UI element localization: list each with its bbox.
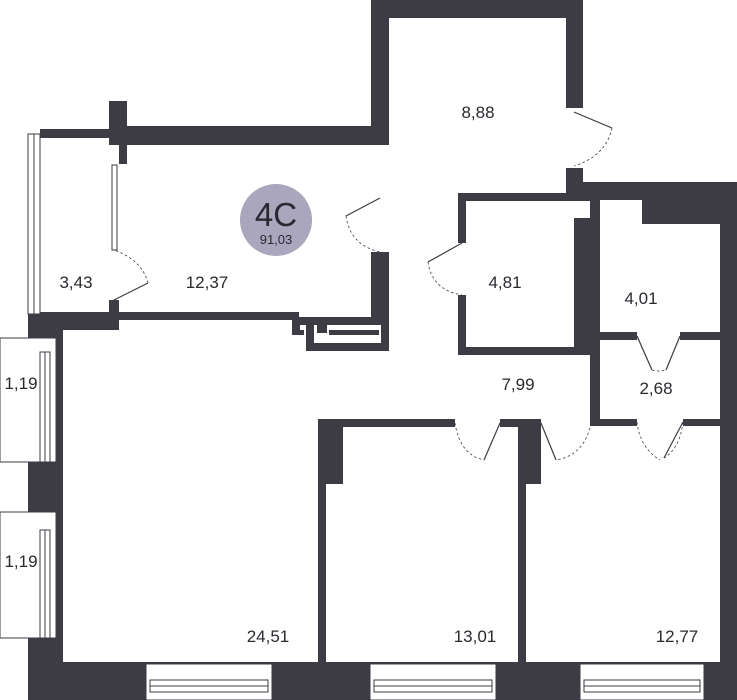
bottom-windows bbox=[145, 663, 705, 700]
room-area-bedroom-right: 12,77 bbox=[656, 627, 699, 646]
room-area-corridor: 7,99 bbox=[501, 375, 534, 394]
room-area-loggia-top: 1,19 bbox=[4, 374, 37, 393]
apartment-code: 4C bbox=[255, 196, 297, 233]
apartment-total-area: 91,03 bbox=[260, 232, 293, 247]
room-labels: 8,88 3,43 12,37 4,81 4,01 7,99 2,68 24,5… bbox=[4, 103, 698, 646]
loggia-glazing bbox=[0, 337, 57, 639]
bathroom-door bbox=[427, 242, 463, 296]
kitchen-door bbox=[345, 197, 381, 253]
balcony-door bbox=[111, 164, 149, 301]
room-area-storage: 2,68 bbox=[639, 379, 672, 398]
doors bbox=[111, 111, 684, 461]
hall-door bbox=[573, 111, 613, 167]
room-area-bathroom: 4,81 bbox=[488, 273, 521, 292]
badge-circle bbox=[240, 184, 312, 256]
windows bbox=[0, 133, 705, 700]
wc-door bbox=[636, 335, 681, 372]
room-area-living: 24,51 bbox=[247, 627, 290, 646]
storage-door bbox=[636, 421, 684, 461]
walls bbox=[28, 0, 737, 700]
balcony-glazing bbox=[27, 133, 41, 315]
room-area-kitchen: 12,37 bbox=[186, 273, 229, 292]
room-area-wc: 4,01 bbox=[624, 289, 657, 308]
room-area-hall: 8,88 bbox=[461, 103, 494, 122]
room-area-bedroom-middle: 13,01 bbox=[454, 627, 497, 646]
bedroom-right-door bbox=[540, 422, 592, 461]
room-area-balcony: 3,43 bbox=[59, 273, 92, 292]
bedroom-middle-door bbox=[454, 422, 501, 461]
room-area-loggia-bottom: 1,19 bbox=[4, 552, 37, 571]
apartment-badge: 4C 91,03 bbox=[240, 184, 312, 256]
